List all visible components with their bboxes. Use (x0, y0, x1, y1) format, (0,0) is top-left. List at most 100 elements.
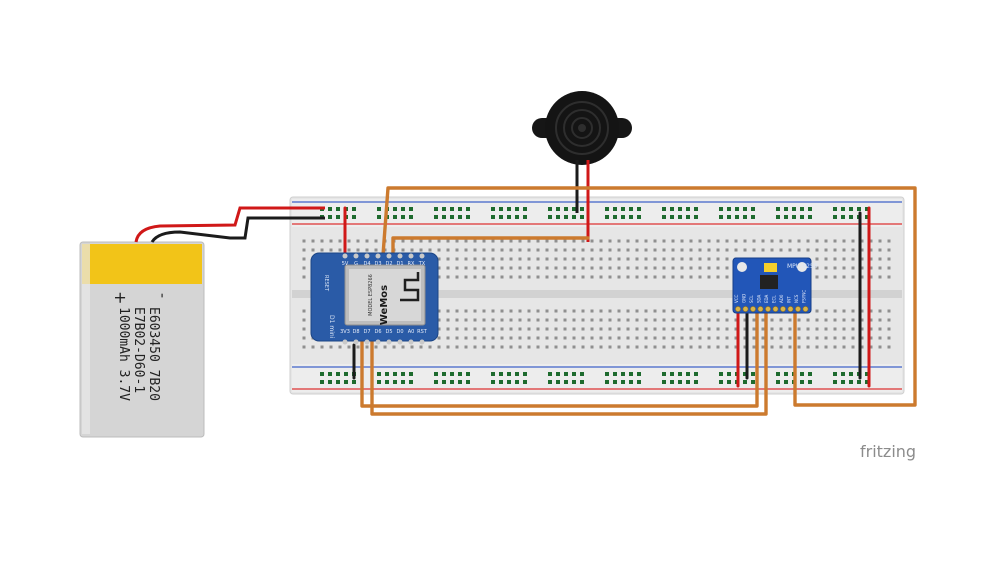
rail-hole (743, 380, 747, 384)
terminal-hole (536, 336, 540, 340)
pin-header (364, 253, 370, 259)
terminal-hole (698, 248, 702, 252)
pin-header (419, 253, 425, 259)
terminal-hole (680, 248, 684, 252)
rail-hole (686, 380, 690, 384)
pin-label: RST (417, 329, 428, 335)
terminal-hole (563, 266, 567, 270)
terminal-hole (842, 309, 846, 313)
terminal-hole (635, 275, 639, 279)
rail-hole (678, 372, 682, 376)
terminal-hole (716, 309, 720, 313)
rail-hole (572, 207, 576, 211)
terminal-hole (635, 327, 639, 331)
terminal-hole (653, 318, 657, 322)
rail-hole (678, 215, 682, 219)
rail-hole (629, 372, 633, 376)
terminal-hole (815, 248, 819, 252)
rail-hole (434, 380, 438, 384)
terminal-hole (491, 327, 495, 331)
rail-hole (605, 380, 609, 384)
terminal-hole (833, 318, 837, 322)
terminal-hole (797, 336, 801, 340)
terminal-hole (725, 266, 729, 270)
terminal-hole (788, 327, 792, 331)
terminal-hole (536, 345, 540, 349)
rail-hole (458, 372, 462, 376)
rail-hole (613, 207, 617, 211)
terminal-hole (815, 309, 819, 313)
terminal-hole (743, 318, 747, 322)
terminal-hole (545, 336, 549, 340)
terminal-hole (563, 239, 567, 243)
rail-hole (450, 207, 454, 211)
terminal-hole (545, 239, 549, 243)
terminal-hole (464, 257, 468, 261)
terminal-hole (572, 257, 576, 261)
rail-hole (320, 380, 324, 384)
terminal-hole (662, 275, 666, 279)
terminal-hole (680, 318, 684, 322)
wemos-reset-label: RESET (323, 275, 329, 292)
rail-hole (385, 372, 389, 376)
terminal-hole (482, 345, 486, 349)
terminal-hole (446, 345, 450, 349)
rail-hole (613, 215, 617, 219)
terminal-hole (410, 345, 414, 349)
terminal-hole (581, 239, 585, 243)
terminal-hole (788, 345, 792, 349)
terminal-hole (788, 239, 792, 243)
terminal-hole (815, 345, 819, 349)
terminal-hole (716, 318, 720, 322)
terminal-hole (581, 327, 585, 331)
rail-hole (776, 380, 780, 384)
mpu-pin (787, 306, 794, 312)
terminal-hole (707, 318, 711, 322)
terminal-hole (815, 257, 819, 261)
terminal-hole (653, 327, 657, 331)
rail-hole (409, 372, 413, 376)
terminal-hole (617, 336, 621, 340)
terminal-hole (707, 239, 711, 243)
rail-hole (401, 207, 405, 211)
terminal-hole (509, 318, 513, 322)
pin-label: D3 (374, 261, 381, 267)
terminal-hole (545, 318, 549, 322)
terminal-hole (518, 309, 522, 313)
terminal-hole (500, 275, 504, 279)
terminal-hole (437, 336, 441, 340)
terminal-hole (545, 248, 549, 252)
bottom-power-rail (292, 364, 902, 392)
terminal-hole (473, 345, 477, 349)
terminal-hole (806, 248, 810, 252)
terminal-hole (824, 336, 828, 340)
terminal-hole (554, 248, 558, 252)
rail-hole (808, 372, 812, 376)
rail-hole (751, 372, 755, 376)
rail-hole (548, 372, 552, 376)
terminal-hole (446, 327, 450, 331)
terminal-hole (590, 275, 594, 279)
terminal-hole (491, 266, 495, 270)
rail-hole (352, 380, 356, 384)
rail-hole (401, 372, 405, 376)
terminal-hole (572, 248, 576, 252)
terminal-hole (842, 336, 846, 340)
terminal-hole (734, 327, 738, 331)
mpu-pin-label: SDA (757, 294, 762, 303)
terminal-hole (428, 248, 432, 252)
rail-hole (727, 372, 731, 376)
rail-hole (621, 380, 625, 384)
terminal-hole (662, 318, 666, 322)
terminal-hole (590, 336, 594, 340)
rail-hole (686, 207, 690, 211)
rail-hole (491, 215, 495, 219)
terminal-hole (599, 309, 603, 313)
terminal-hole (734, 345, 738, 349)
terminal-hole (500, 266, 504, 270)
terminal-hole (878, 248, 882, 252)
terminal-hole (482, 266, 486, 270)
rail-hole (686, 372, 690, 376)
terminal-hole (509, 248, 513, 252)
pin-label: 3V3 (340, 329, 350, 335)
